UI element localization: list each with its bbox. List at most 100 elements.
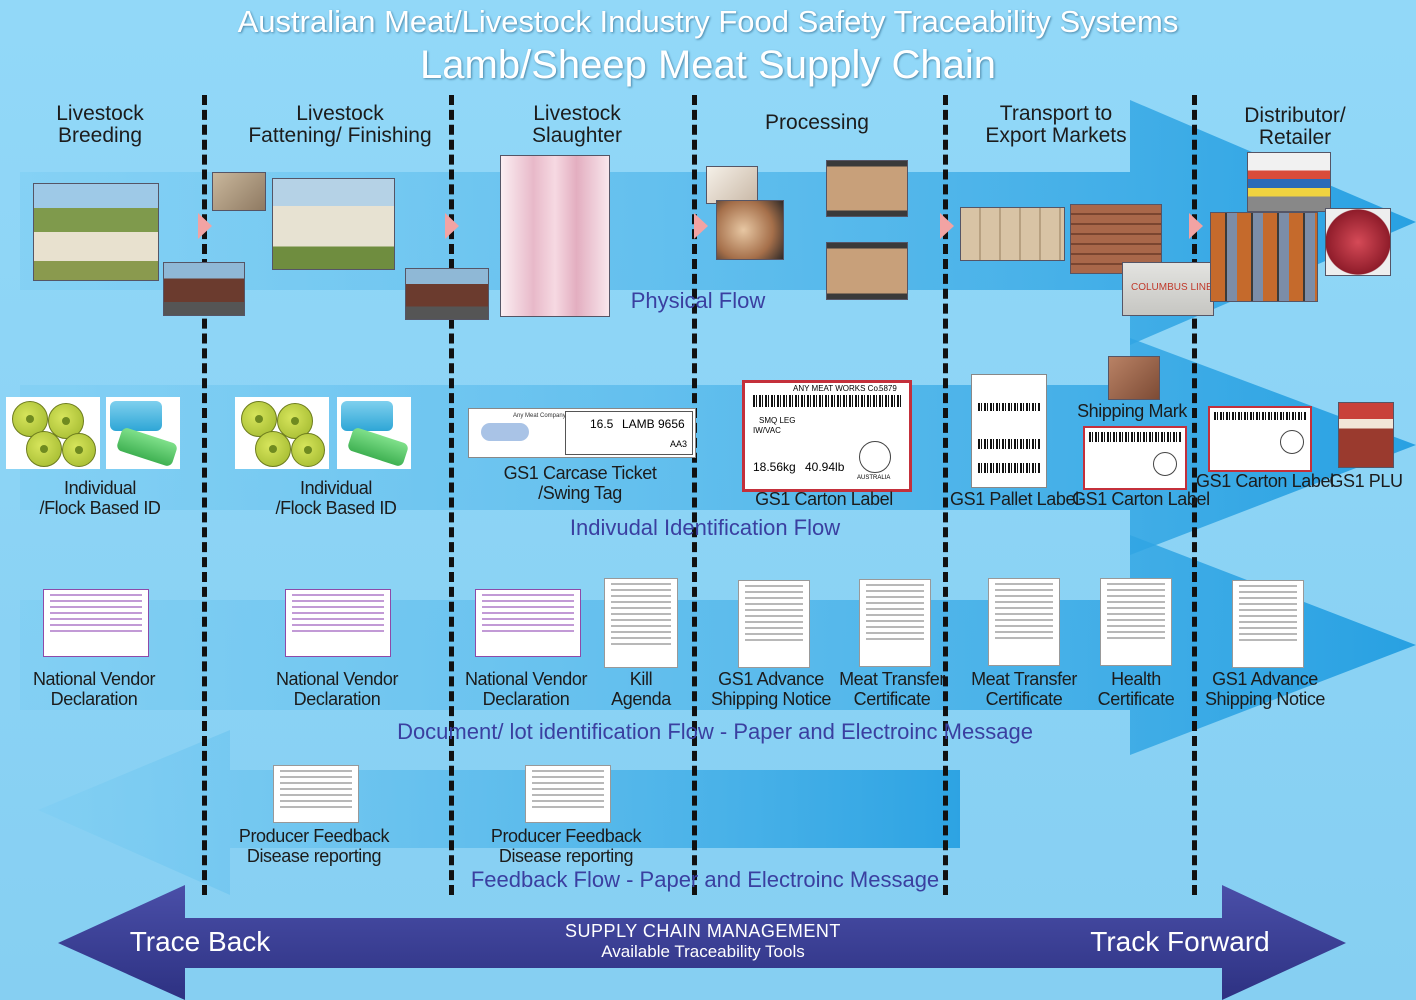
carton-label-image-3 [1208,406,1312,472]
document-flow-label: Document/ lot identification Flow - Pape… [397,719,1033,744]
container-text: COLUMBUS LINE [1131,282,1213,293]
feedback-report-image-2 [525,765,611,823]
barcode-icon [753,395,901,407]
identification-flow-arrow [20,338,1416,555]
ear-tag-icon [26,431,62,467]
flow-chevron-icon [445,213,459,239]
shipping-mark-photo [1108,356,1160,400]
id-label-2: Individual/Flock Based ID [275,478,397,518]
stage-retailer: Distributor/Retailer [1244,104,1346,149]
nvd-document-image [43,589,149,657]
stage-divider [692,95,697,895]
carton-weight-kg: 18.56kg [753,460,796,474]
carton-label-caption-2: GS1 Carton Label [1072,489,1210,509]
track-forward-label: Track Forward [1090,926,1270,957]
mtc-document-image-2 [988,578,1060,666]
carcase-ticket-image: Any Meat Company 16.5 LAMB 9656 AA3 [468,408,696,458]
ear-tags-image-2 [235,397,329,469]
retail-meat-pack-photo [1325,208,1391,276]
stage-divider [943,95,948,895]
carton-company: ANY MEAT WORKS Co. [793,384,881,393]
feedback-flow-arrow [38,730,960,895]
carton-product: SMQ LEG [759,416,796,425]
barcode-icon [978,463,1040,473]
supply-chain-arrow [58,885,1346,1000]
carcase-ticket-label: GS1 Carcase Ticket/Swing Tag [503,463,657,503]
eid-tags-image [106,397,180,469]
page-title: Australian Meat/Livestock Industry Food … [237,4,1179,39]
meat-carton-photo-2 [826,242,908,300]
ear-tag-icon [62,433,96,467]
sheep-paddock-photo [33,183,159,281]
carton-weight-lb: 40.94lb [805,460,845,474]
green-tag-icon [115,426,179,468]
supermarket-shelf-photo [1247,152,1331,212]
ear-tag-icon [291,433,325,467]
flow-chevron-icon [694,213,708,239]
carton-packing-photo [706,166,758,204]
carton-label-image-2 [1083,426,1187,490]
carcase-type: LAMB [622,417,655,431]
feedback-report-image [273,765,359,823]
feedback-flow-label: Feedback Flow - Paper and Electroinc Mes… [470,867,940,892]
document-flow-arrow [20,535,1416,755]
id-label-1: Individual/Flock Based ID [39,478,161,518]
stage-processing: Processing [765,111,869,134]
health-certificate-image [1100,578,1172,666]
carcase-company: Any Meat Company [513,413,566,419]
scm-title: SUPPLY CHAIN MANAGEMENT [565,921,841,941]
pallet-cartons-photo [960,207,1065,261]
carton-country: AUSTRALIA [857,475,891,481]
scm-subtitle: Available Traceability Tools [601,942,805,961]
nvd-document-image-2 [285,589,391,657]
eid-tags-image-2 [337,397,411,469]
carcase-grade: AA3 [670,439,688,449]
blue-tag-icon [110,401,162,431]
carcase-weight: 16.5 [590,417,614,431]
inspection-stamp-icon [1153,452,1177,476]
asn-document-image-2 [1232,580,1304,668]
page-subtitle: Lamb/Sheep Meat Supply Chain [420,43,996,87]
carton-number: 5879 [879,384,897,393]
carcase-ticket-body: 16.5 LAMB 9656 AA3 [565,411,693,455]
meat-carton-photo [826,160,908,217]
identification-flow-label: Indivudal Identification Flow [569,515,841,540]
carton-label-caption-3: GS1 Carton Label [1196,471,1334,491]
kill-agenda-image [604,578,678,668]
flow-chevron-icon [1189,213,1203,239]
pallet-label-image [971,374,1047,488]
shipping-container-photo: COLUMBUS LINE [1122,262,1214,316]
stage-divider [1192,95,1197,895]
inspection-stamp-icon [1280,430,1304,454]
swing-tag-shape [481,423,529,441]
plu-pack-photo [1338,402,1394,468]
warehouse-photo [1210,212,1318,302]
flow-chevron-icon [198,213,212,239]
barcode-icon [978,403,1040,411]
asn-document-image [738,580,810,668]
flow-chevron-icon [940,213,954,239]
ear-tag-icon [255,431,291,467]
carcase-body-number: 9656 [658,417,685,431]
green-tag-icon [346,426,410,468]
nvd-document-image-3 [475,589,581,657]
stage-divider [449,95,454,895]
inspection-stamp-icon [859,441,891,473]
vacuum-packed-meat-photo [716,200,784,260]
mtc-document-image [859,579,931,667]
physical-flow-label: Physical Flow [630,288,766,313]
